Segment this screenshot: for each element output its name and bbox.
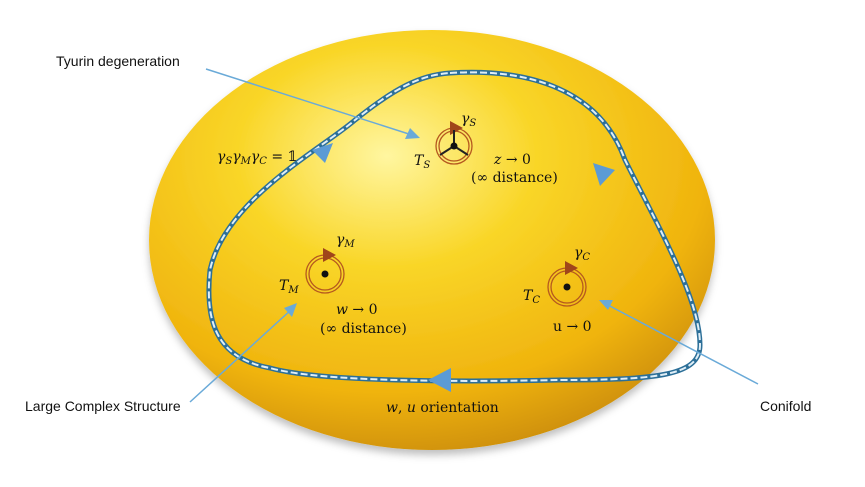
- conifold-pointer-arrow: [599, 300, 613, 310]
- conifold-circle-arrow: [565, 261, 578, 275]
- loop-arrow-bottom: [428, 368, 451, 392]
- t-m-label: TM: [279, 278, 299, 296]
- gamma-m-label: γM: [336, 232, 355, 250]
- lcs-circle-arrow: [323, 248, 336, 262]
- tyurin-point: γS TS z → 0 (∞ distance): [414, 111, 558, 186]
- lcs-pointer-arrow: [284, 303, 297, 317]
- lcs-point: γM TM w → 0 (∞ distance): [279, 232, 407, 337]
- s-distance-label: (∞ distance): [471, 170, 558, 186]
- conifold-label: Conifold: [760, 398, 811, 414]
- t-c-label: TC: [523, 288, 540, 306]
- monodromy-relation: γSγMγC = 𝟙: [217, 149, 297, 167]
- w-limit-label: w → 0: [336, 302, 378, 318]
- tyurin-pointer: [205, 68, 413, 136]
- tyurin-pointer-arrow: [405, 128, 420, 139]
- tyurin-label: Tyurin degeneration: [56, 53, 180, 69]
- u-limit-label: u → 0: [553, 319, 592, 335]
- t-s-label: TS: [414, 153, 430, 171]
- loop-arrow-right: [593, 163, 615, 186]
- gamma-c-label: γC: [574, 245, 590, 263]
- conifold-point: γC TC u → 0: [523, 245, 592, 335]
- m-distance-label: (∞ distance): [320, 321, 407, 337]
- conifold-pointer: [605, 303, 759, 385]
- loop-arrow-left: [312, 143, 333, 163]
- z-limit-label: z → 0: [493, 152, 531, 168]
- lcs-label: Large Complex Structure: [25, 398, 181, 414]
- moduli-space-ellipse: [149, 30, 715, 450]
- gamma-s-label: γS: [461, 111, 476, 129]
- orientation-label: w, u orientation: [386, 400, 499, 416]
- lcs-pointer: [189, 308, 293, 403]
